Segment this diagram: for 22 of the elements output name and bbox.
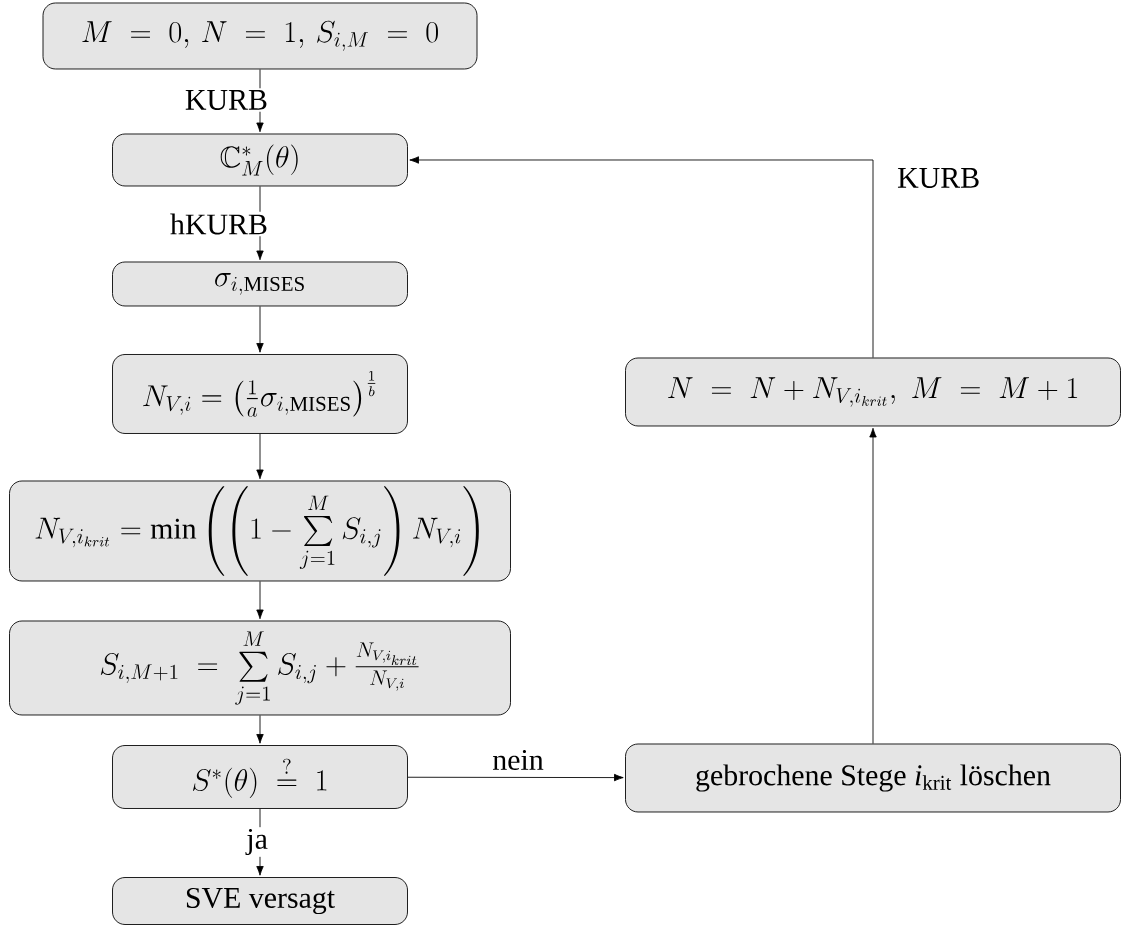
formula-box: $S^{*}(\theta) \;\stackrel{?}{=}\; 1$ (112, 745, 408, 809)
arrow (256, 306, 264, 353)
edge-label: KURB (183, 88, 270, 112)
arrow (869, 427, 877, 744)
formula-box: $N_{V,i_{krit}} = \min\left(\left(1-\sum\limits_{j=1}^{M} S_{i,j}\right) N_{V,i}\right)$ (9, 480, 511, 582)
edge-label: ja (244, 827, 270, 857)
process-box: gebrochene Stege i$_{krit}$ löschen (625, 743, 1121, 813)
edge-label: nein (490, 748, 546, 772)
arrow (256, 581, 264, 620)
process-box: SVE versagt (112, 877, 408, 925)
edge-label: hKURB (168, 211, 270, 237)
formula-box: $S_{i,M+1} \;=\; \sum\limits_{j=1}^{M} S_{i,j} + \frac{N_{V,i_{krit}}}{N_{V,i}}$ (9, 620, 511, 716)
arrow (256, 715, 264, 744)
formula-box: $M \;=\; 0,\, N \;=\; 1,\, S_{i,M} \;=\; 0$ (42, 2, 478, 70)
edge-label: KURB (895, 166, 982, 190)
formula-box: $\mathbb{C}^{*}_{M}(\theta)$ (112, 133, 408, 187)
formula-box: $N_{V,i} = \left(\frac{1}{a}\sigma_{i,\mathrm{M{\scriptstyle ISES}}}\right)^{\frac{1}{b}}$ (112, 354, 408, 434)
arrow (407, 773, 624, 782)
arrow (256, 433, 264, 480)
formula-box: $\sigma_{i,\mathrm{M{\scriptstyle ISES}}}$ (112, 261, 408, 307)
arrow (409, 156, 874, 358)
formula-box: $N \;=\; N + N_{V,i_{krit}},\; M \;=\; M+1$ (625, 357, 1121, 427)
